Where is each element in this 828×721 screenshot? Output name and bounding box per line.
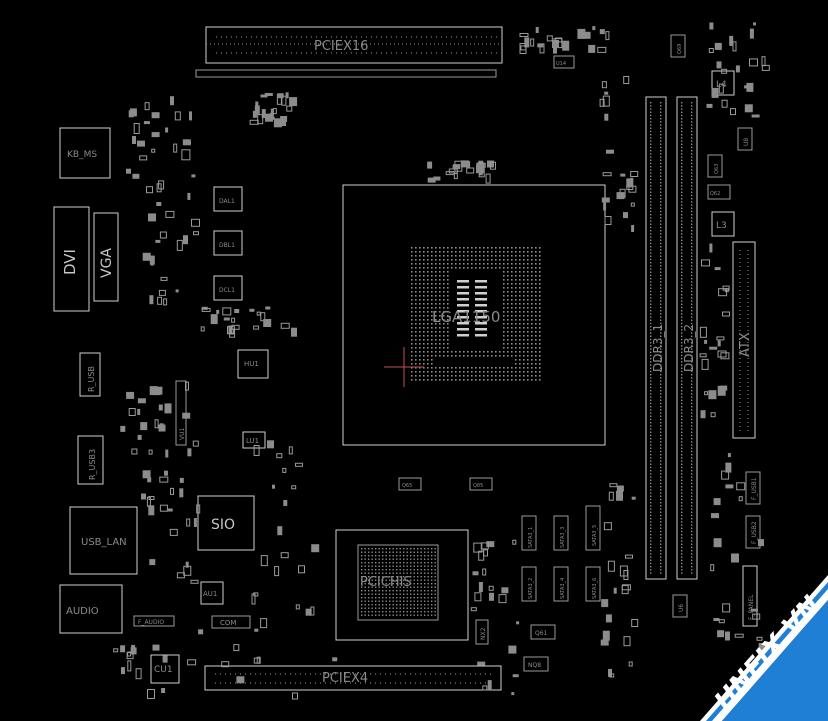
svg-text:DAL1: DAL1 bbox=[219, 198, 235, 205]
pciex16-label: PCIEX16 bbox=[314, 39, 368, 54]
nq8-part[interactable]: NQ8 bbox=[523, 656, 549, 672]
f-panel-header[interactable]: F_PANEL bbox=[742, 565, 758, 627]
f-usb1-header[interactable]: F_USB1 bbox=[745, 471, 761, 505]
lga-label: LGA1150 bbox=[432, 308, 500, 326]
f-audio-header[interactable]: F_AUDIO bbox=[133, 615, 175, 627]
smd-components bbox=[113, 22, 770, 700]
svg-text:SATA3_6: SATA3_6 bbox=[592, 578, 598, 599]
q61-part[interactable]: Q61 bbox=[530, 624, 556, 640]
ddr3-1-label: DDR3_1 bbox=[651, 324, 665, 372]
svg-text:F_PANEL: F_PANEL bbox=[748, 594, 755, 620]
svg-text:VU1: VU1 bbox=[179, 428, 186, 440]
socket-center-pads bbox=[457, 280, 487, 337]
cu1-chip[interactable]: CU1 bbox=[150, 654, 180, 684]
svg-text:U8: U8 bbox=[743, 138, 750, 146]
q62-part[interactable]: Q62 bbox=[707, 184, 731, 200]
dvi-connector[interactable]: DVI bbox=[53, 206, 90, 312]
u14-chip[interactable]: U14 bbox=[553, 55, 575, 69]
svg-text:L4: L4 bbox=[716, 80, 727, 90]
svg-text:NQ8: NQ8 bbox=[528, 662, 541, 669]
svg-text:U14: U14 bbox=[556, 61, 566, 67]
svg-text:SATA3_1: SATA3_1 bbox=[528, 527, 534, 548]
com-header[interactable]: COM bbox=[211, 615, 251, 629]
svg-text:DBL1: DBL1 bbox=[219, 242, 235, 249]
dcl1-chip[interactable]: DCL1 bbox=[213, 275, 243, 301]
svg-text:NX2: NX2 bbox=[480, 627, 487, 640]
svg-text:SATA3_2: SATA3_2 bbox=[528, 578, 534, 599]
f-usb2-header[interactable]: F_USB2 bbox=[745, 515, 761, 549]
kb-ms-connector[interactable]: KB_MS bbox=[59, 127, 111, 179]
svg-text:F_USB1: F_USB1 bbox=[751, 477, 758, 500]
svg-text:Q61: Q61 bbox=[535, 630, 548, 637]
l4-inductor[interactable]: L4 bbox=[711, 70, 735, 96]
sata-port-3[interactable]: SATA3_3 bbox=[553, 515, 569, 551]
svg-text:F_USB2: F_USB2 bbox=[751, 521, 758, 544]
svg-text:DCL1: DCL1 bbox=[219, 287, 235, 294]
audio-connector[interactable]: AUDIO bbox=[59, 584, 123, 634]
vga-label: VGA bbox=[99, 248, 115, 278]
q69-part[interactable]: Q69 bbox=[670, 34, 686, 58]
r-usb-header[interactable]: R_USB bbox=[79, 352, 101, 397]
r-usb3-label: R_USB3 bbox=[88, 449, 97, 480]
l3-inductor[interactable]: L3 bbox=[711, 211, 735, 237]
audio-label: AUDIO bbox=[66, 606, 99, 617]
pch-label: PCICHIS bbox=[360, 575, 412, 590]
socket-pin-field bbox=[411, 247, 541, 381]
watermark: HNFIX.VN bbox=[700, 575, 828, 721]
svg-text:L3: L3 bbox=[716, 221, 727, 231]
q85-part[interactable]: Q85 bbox=[469, 477, 493, 491]
svg-text:SATA3_3: SATA3_3 bbox=[560, 527, 566, 548]
svg-text:SATA3_4: SATA3_4 bbox=[560, 578, 566, 599]
sata-port-5[interactable]: SATA3_5 bbox=[585, 505, 601, 551]
sata-ports: SATA3_1 SATA3_2 SATA3_3 SATA3_4 SATA3_5 … bbox=[521, 505, 601, 602]
u8-chip[interactable]: U8 bbox=[737, 127, 753, 151]
svg-text:Q85: Q85 bbox=[473, 483, 483, 489]
svg-text:COM: COM bbox=[220, 619, 236, 627]
sio-label: SIO bbox=[211, 517, 235, 533]
sata-port-6[interactable]: SATA3_6 bbox=[585, 566, 601, 602]
sata-port-4[interactable]: SATA3_4 bbox=[553, 566, 569, 602]
vga-connector[interactable]: VGA bbox=[93, 212, 119, 302]
usb-lan-label: USB_LAN bbox=[81, 537, 127, 548]
svg-text:F_AUDIO: F_AUDIO bbox=[138, 619, 164, 626]
cpu-socket[interactable]: LGA1150 bbox=[342, 184, 606, 446]
svg-text:Q63: Q63 bbox=[714, 164, 720, 174]
dal1-chip[interactable]: DAL1 bbox=[213, 186, 243, 212]
au1-chip[interactable]: AU1 bbox=[200, 581, 224, 605]
sata-port-2[interactable]: SATA3_2 bbox=[521, 566, 537, 602]
atx-connector[interactable]: ATX bbox=[732, 241, 756, 439]
r-usb3-header[interactable]: R_USB3 bbox=[77, 435, 104, 485]
r-usb-label: R_USB bbox=[87, 366, 96, 392]
svg-text:SATA3_5: SATA3_5 bbox=[592, 525, 598, 546]
svg-text:Q62: Q62 bbox=[710, 191, 720, 197]
atx-label: ATX bbox=[738, 332, 753, 357]
pciex4-slot[interactable]: PCIEX4 bbox=[204, 665, 502, 691]
q65-part[interactable]: Q65 bbox=[398, 477, 422, 491]
sata-port-1[interactable]: SATA3_1 bbox=[521, 515, 537, 551]
svg-text:Q65: Q65 bbox=[402, 483, 412, 489]
hu1-chip[interactable]: HU1 bbox=[237, 349, 269, 379]
kb-ms-label: KB_MS bbox=[67, 150, 97, 160]
q63-part[interactable]: Q63 bbox=[707, 154, 723, 178]
svg-text:Q69: Q69 bbox=[677, 44, 683, 54]
svg-text:CU1: CU1 bbox=[154, 665, 173, 675]
sio-chip[interactable]: SIO bbox=[197, 495, 255, 551]
ddr3-1-slot[interactable]: DDR3_1 bbox=[645, 96, 667, 580]
nx2-crystal[interactable]: NX2 bbox=[475, 619, 489, 645]
svg-text:U6: U6 bbox=[678, 604, 685, 612]
pciex4-label: PCIEX4 bbox=[322, 671, 368, 686]
svg-text:HU1: HU1 bbox=[244, 360, 259, 368]
ddr3-2-slot[interactable]: DDR3_2 bbox=[676, 96, 698, 580]
dvi-label: DVI bbox=[61, 249, 79, 275]
pch-chipset[interactable]: PCICHIS bbox=[335, 529, 469, 641]
pciex16-pads bbox=[195, 69, 497, 78]
ddr3-2-label: DDR3_2 bbox=[682, 324, 696, 372]
dbl1-chip[interactable]: DBL1 bbox=[213, 230, 243, 256]
svg-text:LU1: LU1 bbox=[246, 437, 259, 445]
pciex16-slot[interactable]: PCIEX16 bbox=[205, 26, 503, 64]
svg-text:AU1: AU1 bbox=[203, 590, 217, 598]
usb-lan-connector[interactable]: USB_LAN bbox=[69, 506, 138, 575]
u6-chip[interactable]: U6 bbox=[672, 594, 688, 618]
